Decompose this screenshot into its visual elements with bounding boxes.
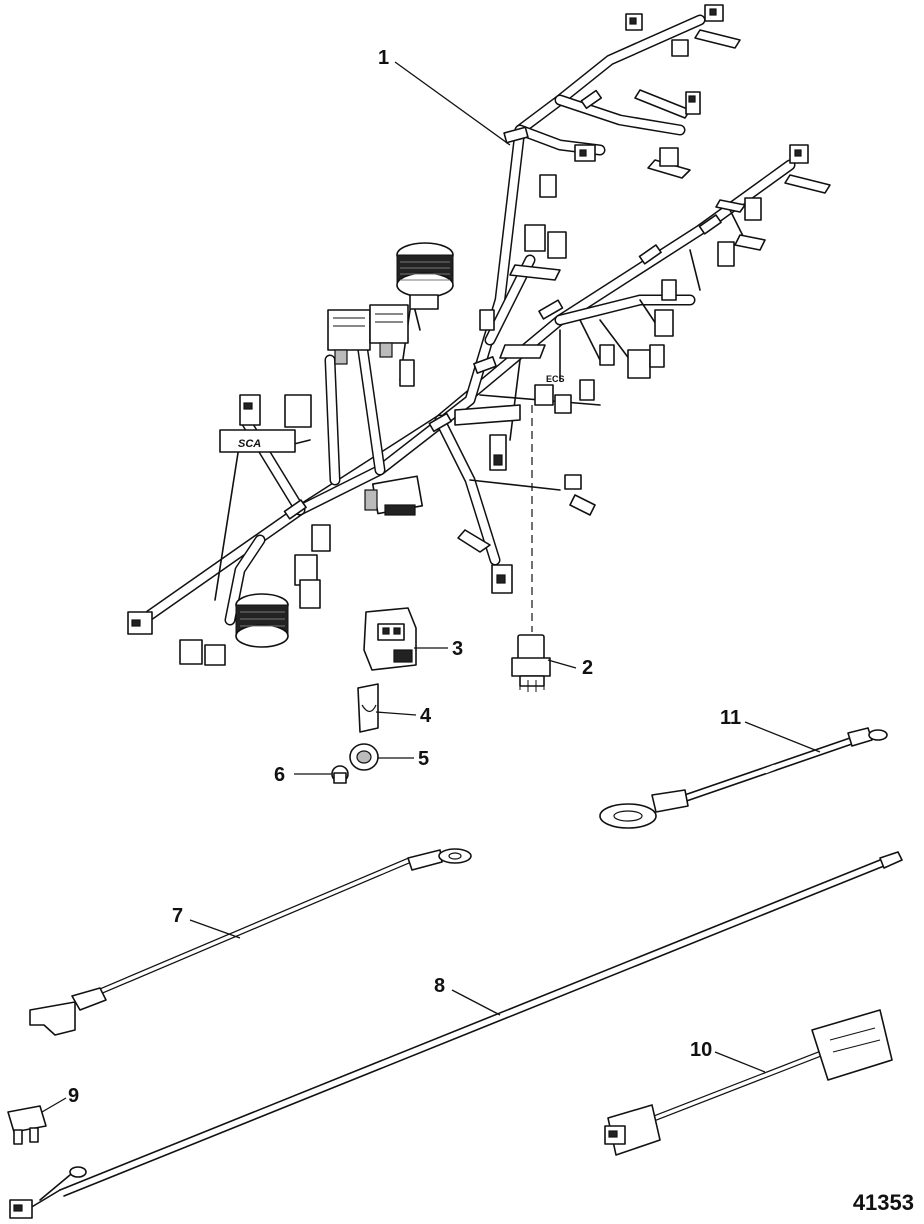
part-6-plug [331,765,349,784]
callout-3: 3 [452,638,463,660]
callout-leaders [41,61,821,1113]
part-2-connector [511,634,551,692]
callout-9: 9 [68,1085,79,1107]
part-8-long-cable [9,851,903,1219]
ecm-connector-pair [327,304,409,365]
callout-1: 1 [378,47,389,69]
main-wiring-harness: SCA ECS [127,4,831,666]
round-connector-bottom [235,593,289,648]
harness-tag-sca: SCA [238,438,261,450]
part-11-sensor-lead [599,727,888,829]
part-3-connector-housing [363,607,417,671]
harness-tag-ecs: ECS [546,374,565,384]
callout-6: 6 [274,764,285,786]
part-9-fuse [7,1105,47,1145]
callout-8: 8 [434,975,445,997]
callout-labels: 1 2 3 4 5 6 7 8 9 10 11 [68,47,741,1107]
figure-number: 41353 [852,1190,914,1215]
callout-11: 11 [720,707,741,729]
callout-7: 7 [172,905,183,927]
callout-5: 5 [418,748,429,770]
callout-4: 4 [420,705,432,727]
round-connector-top [396,242,454,310]
part-10-adapter-harness [604,1009,893,1156]
part-5-grommet [349,743,379,771]
square-connector-lower [364,475,424,516]
small-connectors [127,4,809,666]
part-7-ground-cable [29,848,472,1036]
part-4-clip [357,683,379,733]
callout-2: 2 [582,657,593,679]
callout-10: 10 [690,1039,712,1061]
